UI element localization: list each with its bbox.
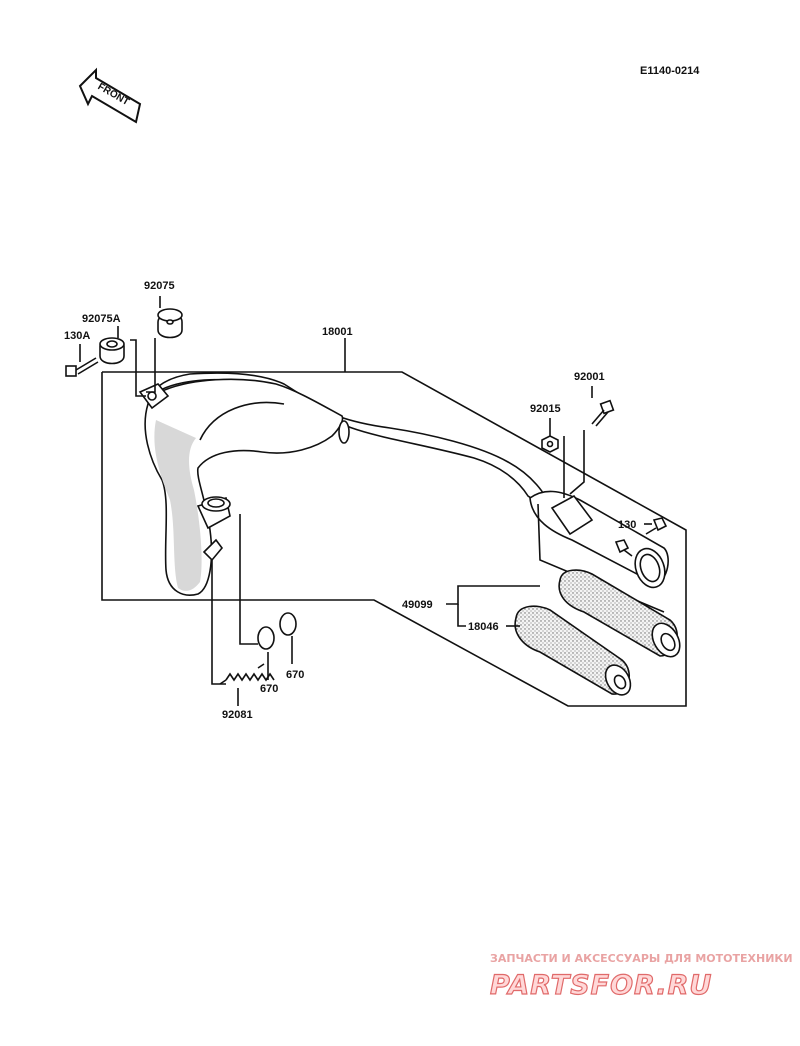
nut-92015 — [541, 435, 559, 453]
o-ring-670-a — [257, 626, 275, 650]
part-labels: 18001 92075 92075A 130A 92001 92015 130 … — [64, 280, 636, 721]
watermark: ЗАПЧАСТИ И АКСЕССУАРЫ ДЛЯ МОТОТЕХНИКИ PA… — [489, 952, 793, 1002]
watermark-logo: PARTSFOR.RU — [490, 970, 712, 1001]
leader-lines — [79, 296, 652, 706]
label-92001: 92001 — [574, 371, 605, 383]
label-18046: 18046 — [468, 621, 499, 633]
bolt-130 — [614, 517, 668, 557]
label-18001: 18001 — [322, 326, 353, 338]
label-92075: 92075 — [144, 280, 175, 292]
silencer — [529, 490, 669, 613]
label-130: 130 — [618, 519, 636, 531]
collar-92075a — [99, 337, 125, 365]
bolt-92001 — [591, 399, 615, 427]
exhaust-pipe — [138, 372, 552, 596]
front-arrow-icon: FRONT — [78, 67, 142, 124]
damper-92075 — [157, 308, 183, 339]
spring-92081 — [219, 663, 275, 685]
watermark-caption: ЗАПЧАСТИ И АКСЕССУАРЫ ДЛЯ МОТОТЕХНИКИ — [490, 952, 793, 965]
label-670-a: 670 — [260, 683, 278, 695]
label-49099: 49099 — [402, 599, 433, 611]
o-ring-670-b — [279, 612, 297, 636]
assembly-boundary — [101, 371, 687, 707]
label-92015: 92015 — [530, 403, 561, 415]
packing-inner — [514, 605, 632, 696]
packing-outer — [558, 569, 681, 658]
diagram-code: E1140-0214 — [640, 65, 700, 77]
label-92081: 92081 — [222, 709, 253, 721]
label-130a: 130A — [64, 330, 90, 342]
label-92075a: 92075A — [82, 313, 121, 325]
label-670-b: 670 — [286, 669, 304, 681]
bolt-130a — [65, 357, 99, 377]
